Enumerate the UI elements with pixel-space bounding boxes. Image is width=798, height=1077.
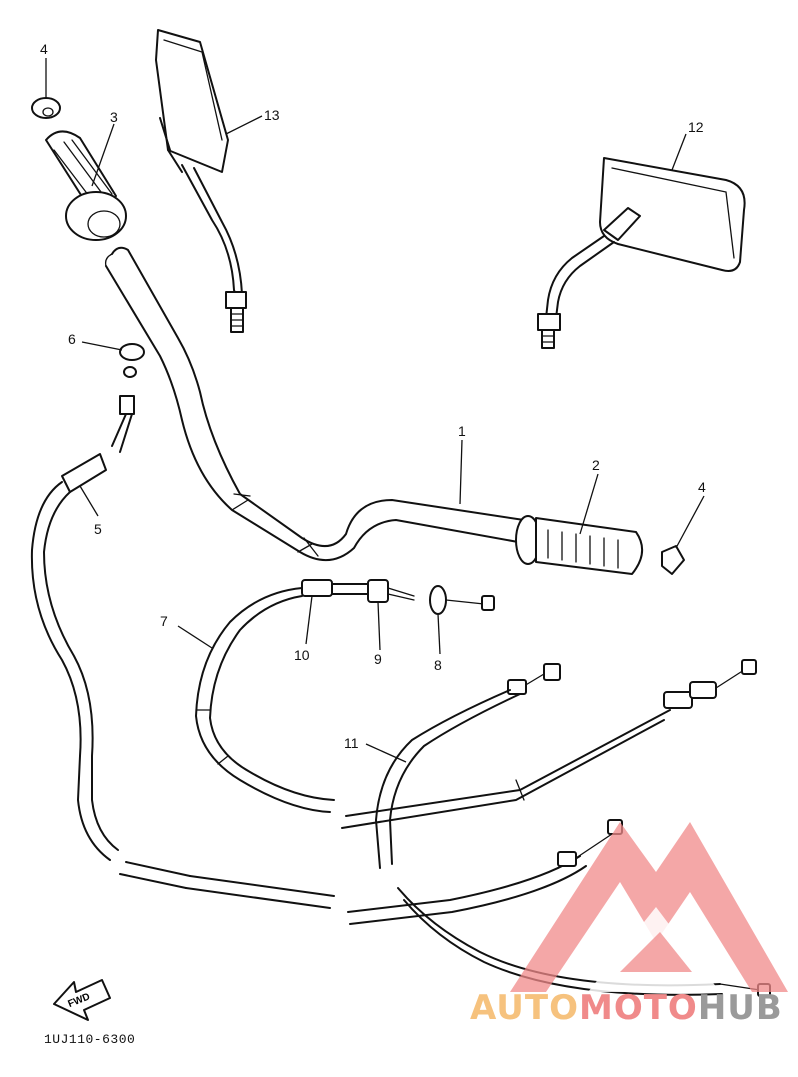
throttle-cable-adjuster: [301, 579, 495, 615]
callout-4-top: 4: [40, 41, 48, 57]
left-grip-assembly: [45, 130, 127, 241]
grip-end-cap-right: [661, 545, 685, 575]
callout-5: 5: [94, 521, 102, 537]
leader-lines: [45, 58, 705, 763]
right-mirror: [537, 157, 746, 349]
watermark-text: AUTOMOTOHUB: [470, 988, 783, 1028]
watermark-auto: AUTO: [470, 988, 579, 1028]
watermark-hub: HUB: [697, 988, 783, 1028]
grip-end-cap-top: [31, 97, 61, 119]
throttle-cable-upper: [195, 587, 335, 813]
watermark-moto: MOTO: [578, 988, 698, 1028]
callout-2: 2: [592, 457, 600, 473]
throttle-cable-lower: [341, 659, 757, 869]
left-mirror: [155, 29, 247, 333]
right-grip: [515, 515, 643, 575]
callout-labels: 1 2 3 4 4 5 6 7 8 9 10 11 12 13: [40, 41, 706, 751]
callout-11: 11: [344, 735, 359, 751]
callout-12: 12: [688, 119, 704, 135]
callout-6: 6: [68, 331, 76, 347]
callout-4-right: 4: [698, 479, 706, 495]
clutch-cable: [30, 395, 335, 909]
drawing-code: 1UJ110-6300: [44, 1032, 136, 1047]
automotohub-logo-icon: [510, 822, 788, 992]
callout-1: 1: [458, 423, 466, 439]
callout-7: 7: [160, 613, 168, 629]
callout-10: 10: [294, 647, 310, 663]
callout-8: 8: [434, 657, 442, 673]
callout-9: 9: [374, 651, 382, 667]
handlebar: [104, 246, 525, 561]
cable-guide-plate: [119, 343, 145, 378]
forward-direction-arrow: FWD: [53, 979, 111, 1021]
callout-13: 13: [264, 107, 280, 123]
callout-3: 3: [110, 109, 118, 125]
